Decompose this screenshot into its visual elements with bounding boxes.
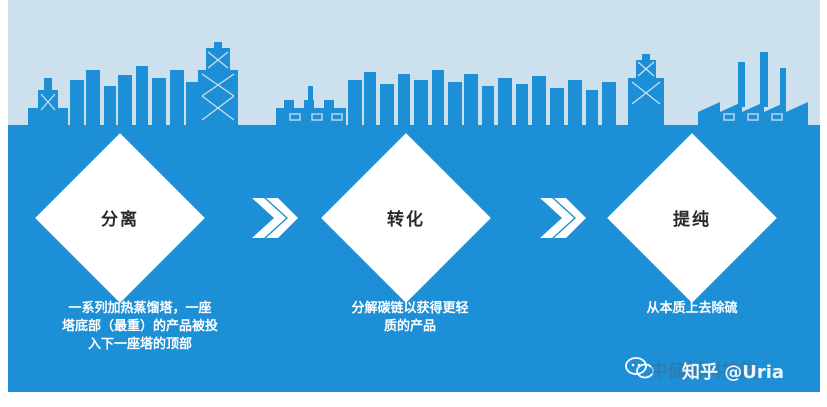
step-label-purification: 提纯	[673, 210, 711, 230]
step-desc-purification: 从本质上去除硫	[646, 301, 738, 316]
watermark	[625, 355, 655, 381]
step-label-conversion: 转化	[387, 210, 425, 230]
step-label-separation: 分离	[101, 210, 139, 230]
refinery-skyline-illustration	[8, 42, 820, 140]
wechat-icon	[625, 357, 654, 379]
chevron-right-icon	[540, 198, 586, 238]
step-desc-conversion: 分解碳链以获得更轻 质的产品	[351, 301, 469, 334]
chevron-right-icon	[252, 198, 298, 238]
watermark-secondary: 中储新科技能	[650, 361, 758, 382]
step-desc-separation: 一系列加热蒸馏塔，一座 塔底部（最重）的产品被投 入下一座塔的顶部	[61, 301, 218, 352]
watermark-primary: 知乎 @Uria	[682, 362, 785, 383]
